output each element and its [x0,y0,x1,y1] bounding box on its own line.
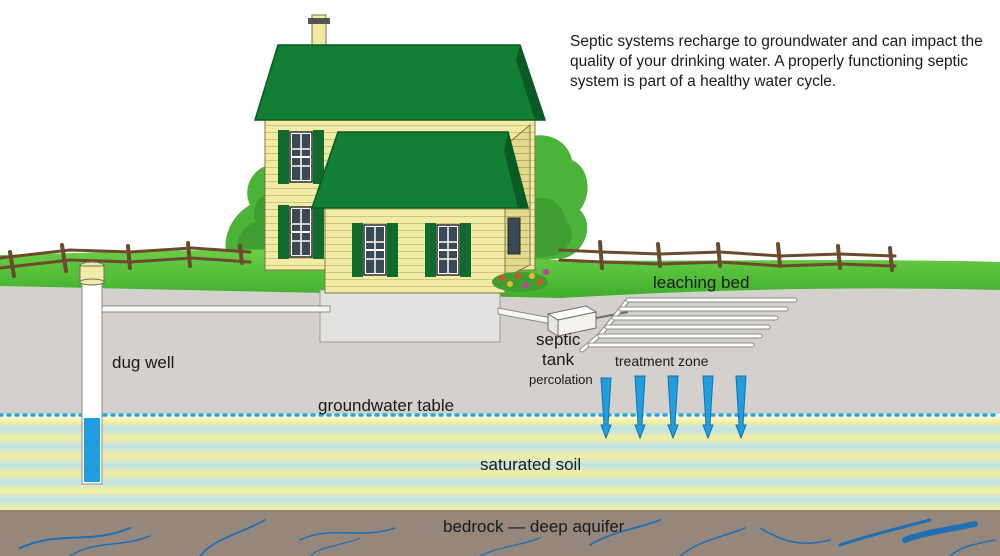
dug-well-label: dug well [112,353,175,372]
leaching-bed-label: leaching bed [653,273,750,292]
dug-well [79,261,105,485]
house [253,14,547,294]
percolation-arrows [600,375,747,440]
septic-tank [546,305,629,337]
description-text: Septic systems recharge to groundwater a… [570,33,983,90]
flower-bed [492,269,549,292]
saturated-soil-layer [0,414,1000,510]
groundwater-table-label: groundwater table [318,396,455,415]
tank-label: tank [542,350,575,369]
percolation-label: percolation [529,372,593,387]
treatment-zone-label: treatment zone [615,353,709,369]
leaching-pipes [579,297,798,353]
fence-right [558,240,897,272]
well-pipe [97,305,331,313]
fence-left [0,241,252,278]
aquifer-cracks [19,518,996,556]
bedrock-label: bedrock — deep aquifer [443,517,625,536]
septic-label: septic [536,330,581,349]
saturated-soil-label: saturated soil [480,455,582,474]
foundation [319,289,501,343]
